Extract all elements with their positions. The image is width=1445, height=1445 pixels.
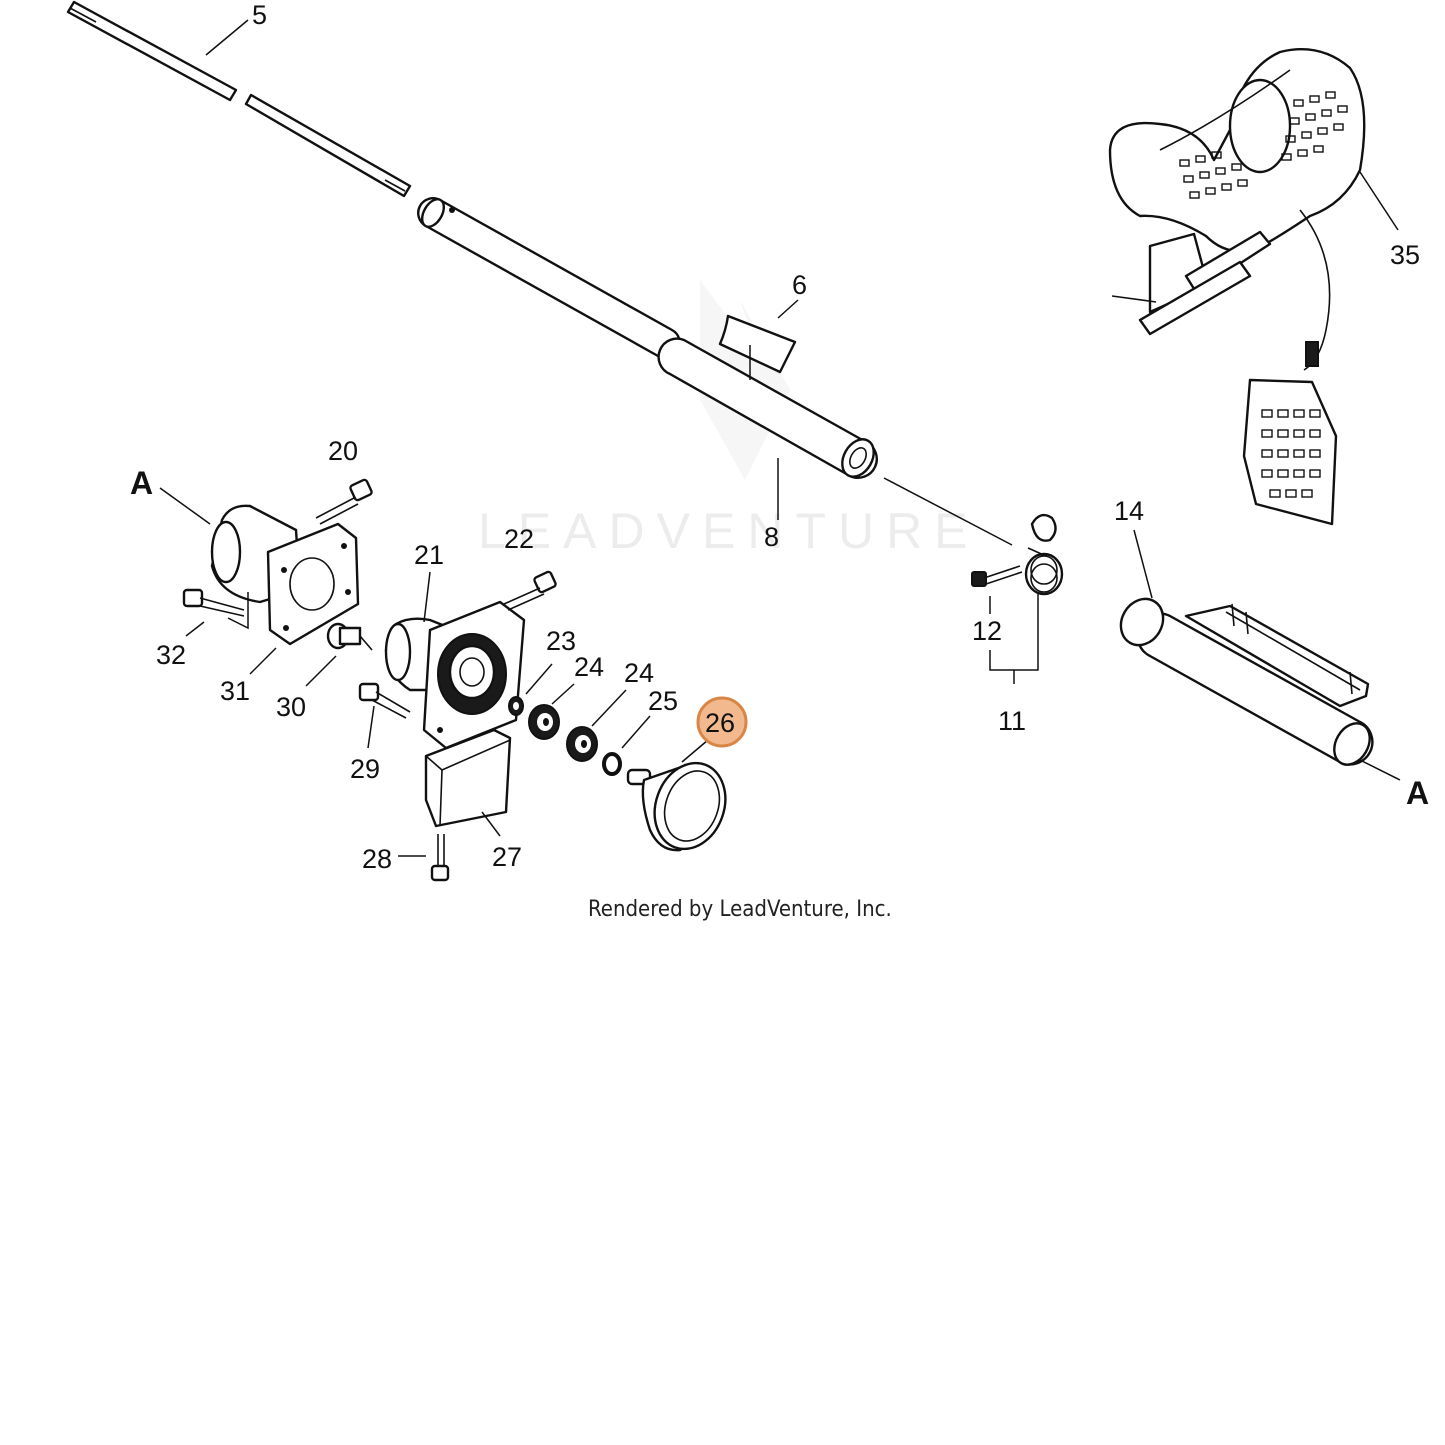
leader-clamp <box>883 477 1013 546</box>
callout-5[interactable]: 5 <box>252 0 267 30</box>
callout-12[interactable]: 12 <box>972 616 1002 646</box>
upper-tube[interactable] <box>417 196 681 359</box>
callout-27[interactable]: 27 <box>492 842 522 872</box>
leader-14 <box>1133 529 1153 599</box>
callout-14[interactable]: 14 <box>1114 496 1144 526</box>
washer-23[interactable] <box>508 696 524 716</box>
screw-29[interactable] <box>358 682 411 719</box>
leader-26 <box>681 739 709 763</box>
leader-24a <box>551 683 575 705</box>
callout-11[interactable]: 11 <box>998 706 1026 736</box>
callout-29[interactable]: 29 <box>350 754 380 784</box>
leader-23 <box>525 663 553 695</box>
callout-a-left[interactable]: A <box>130 465 153 501</box>
hanger-clamp[interactable] <box>1024 513 1064 596</box>
callout-28[interactable]: 28 <box>362 844 392 874</box>
callout-8[interactable]: 8 <box>764 522 779 552</box>
callout-35[interactable]: 35 <box>1390 240 1420 270</box>
screw-22[interactable] <box>503 570 557 611</box>
bushing-30[interactable] <box>326 622 373 651</box>
label-decal[interactable] <box>718 314 797 374</box>
callout-21[interactable]: 21 <box>414 540 444 570</box>
leader-32 <box>185 621 205 637</box>
callout-26[interactable]: 26 <box>705 708 735 738</box>
callout-32[interactable]: 32 <box>156 640 186 670</box>
snap-ring-25[interactable] <box>602 752 622 776</box>
housing-gasket[interactable] <box>266 522 360 646</box>
leader-25 <box>621 715 651 749</box>
leader-6b <box>777 299 799 319</box>
leader-29 <box>367 705 375 749</box>
callout-30[interactable]: 30 <box>276 692 306 722</box>
screw-28[interactable] <box>430 834 450 882</box>
callout-25[interactable]: 25 <box>648 686 678 716</box>
callout-23[interactable]: 23 <box>546 626 576 656</box>
guard-plate[interactable] <box>424 728 512 828</box>
callout-22[interactable]: 22 <box>504 524 534 554</box>
leader-a-left <box>159 487 211 525</box>
leader-35 <box>1359 171 1399 231</box>
bearing-24-b[interactable] <box>566 726 598 762</box>
callout-24a[interactable]: 24 <box>574 652 604 682</box>
leader-30 <box>305 655 337 687</box>
leader-24b <box>591 689 627 727</box>
callout-26-highlight <box>696 696 748 748</box>
screw-32[interactable] <box>182 588 249 630</box>
credit-text: Rendered by LeadVenture, Inc. <box>588 897 892 922</box>
drive-shaft[interactable] <box>66 0 412 198</box>
leader-21 <box>423 571 431 623</box>
watermark-text: LEADVENTURE <box>478 503 980 559</box>
shoulder-harness[interactable] <box>1108 48 1366 526</box>
leader-a-right <box>1359 759 1401 781</box>
gear-case[interactable] <box>384 600 526 750</box>
callout-6[interactable]: 6 <box>792 270 807 300</box>
clamp-screw[interactable] <box>971 565 1023 587</box>
callout-24b[interactable]: 24 <box>624 658 654 688</box>
leader-31 <box>249 647 277 675</box>
grip-handle[interactable] <box>1113 591 1377 771</box>
clutch-drum[interactable] <box>626 753 737 859</box>
leader-27 <box>481 811 501 837</box>
callout-31[interactable]: 31 <box>220 676 250 706</box>
screw-20[interactable] <box>315 478 373 525</box>
lower-tube[interactable] <box>657 337 881 483</box>
callout-20[interactable]: 20 <box>328 436 358 466</box>
bearing-24-a[interactable] <box>528 704 560 740</box>
callout-a-right[interactable]: A <box>1406 775 1429 811</box>
bracket-11 <box>989 594 1039 684</box>
leader-5 <box>205 19 249 56</box>
